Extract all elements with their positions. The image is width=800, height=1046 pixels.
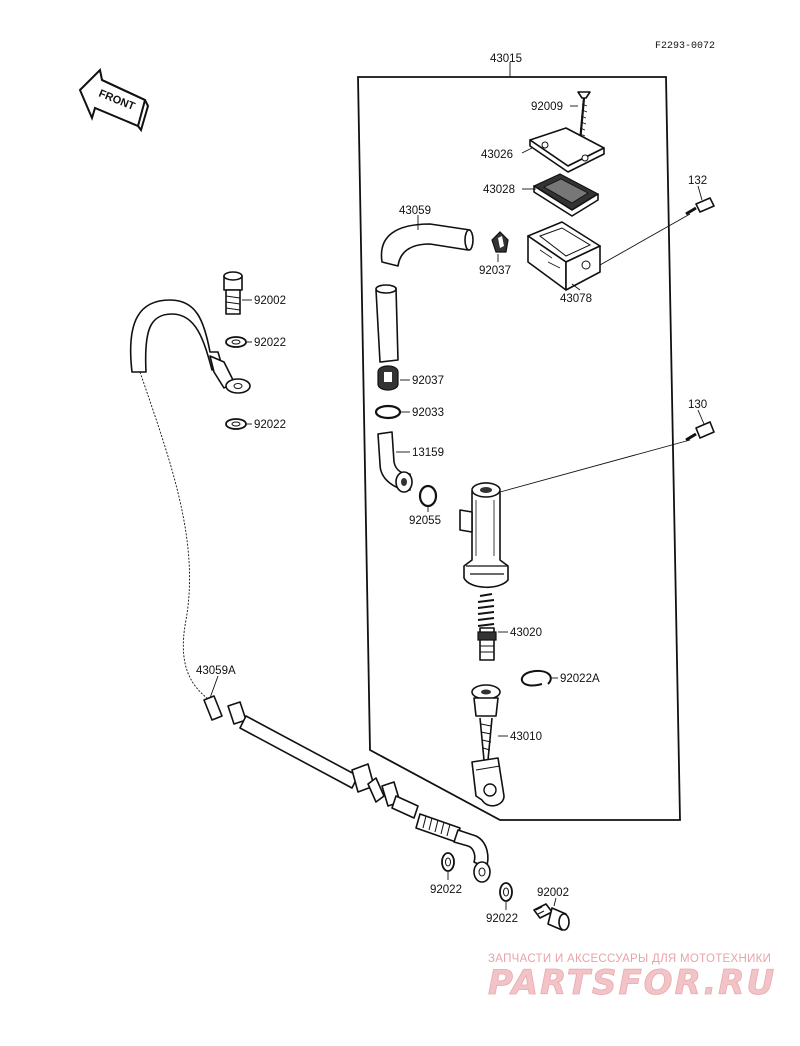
label-43059: 43059 bbox=[399, 205, 431, 217]
washer-92022-d bbox=[499, 882, 513, 902]
diaphragm-plate-43028 bbox=[532, 173, 600, 217]
assembly-frame bbox=[357, 76, 681, 821]
piston-spring-43020 bbox=[477, 593, 497, 661]
washer-92022-c bbox=[441, 852, 455, 872]
label-130: 130 bbox=[688, 399, 707, 411]
front-arrow-icon: FRONT bbox=[78, 67, 150, 133]
label-92022-a: 92022 bbox=[254, 337, 286, 349]
master-cylinder-body bbox=[459, 482, 509, 589]
label-43059A: 43059A bbox=[196, 665, 236, 677]
label-92002-upper: 92002 bbox=[254, 295, 286, 307]
banjo-bolt-92002-lower bbox=[533, 903, 570, 931]
label-43015: 43015 bbox=[490, 53, 522, 65]
o-ring-92055 bbox=[418, 484, 438, 508]
label-43010: 43010 bbox=[510, 731, 542, 743]
reservoir-cap-43026 bbox=[529, 127, 605, 173]
screw-92009 bbox=[577, 91, 591, 143]
fitting-13159 bbox=[377, 431, 413, 493]
snap-ring-92022A bbox=[520, 670, 552, 687]
label-132: 132 bbox=[688, 175, 707, 187]
label-43026: 43026 bbox=[481, 149, 513, 161]
brake-line bbox=[139, 371, 213, 703]
hose-43059A-lower bbox=[203, 695, 491, 883]
clamp-92037-lower bbox=[377, 365, 399, 391]
hose-43059 bbox=[380, 223, 474, 267]
clamp-92037-upper bbox=[491, 231, 509, 253]
label-92022-b: 92022 bbox=[254, 419, 286, 431]
label-43020: 43020 bbox=[510, 627, 542, 639]
bolt-130 bbox=[685, 421, 715, 442]
banjo-bolt-92002-upper bbox=[223, 271, 243, 315]
reservoir-body-43078 bbox=[527, 221, 601, 291]
label-92055: 92055 bbox=[409, 515, 441, 527]
label-92033: 92033 bbox=[412, 407, 444, 419]
watermark-brand: PARTSFOR.RU bbox=[488, 963, 776, 1003]
watermark-tagline: ЗАПЧАСТИ И АКСЕССУАРЫ ДЛЯ МОТОТЕХНИКИ bbox=[488, 953, 771, 965]
label-92037-lower: 92037 bbox=[412, 375, 444, 387]
label-13159: 13159 bbox=[412, 447, 444, 459]
bolt-132 bbox=[685, 197, 715, 216]
washer-92022-b bbox=[225, 418, 247, 430]
drawing-code: F2293-0072 bbox=[655, 41, 715, 52]
push-rod-43010 bbox=[471, 684, 505, 807]
label-43078: 43078 bbox=[560, 293, 592, 305]
label-92037-upper: 92037 bbox=[479, 265, 511, 277]
washer-92022-a bbox=[225, 336, 247, 348]
label-92022A: 92022A bbox=[560, 673, 600, 685]
brake-hose-upper bbox=[129, 299, 251, 394]
label-92022-c: 92022 bbox=[430, 884, 462, 896]
label-92022-d: 92022 bbox=[486, 913, 518, 925]
label-92009: 92009 bbox=[531, 101, 563, 113]
label-43028: 43028 bbox=[483, 184, 515, 196]
label-92002-lower: 92002 bbox=[537, 887, 569, 899]
hose-segment bbox=[375, 284, 399, 363]
clip-92033 bbox=[374, 404, 402, 420]
